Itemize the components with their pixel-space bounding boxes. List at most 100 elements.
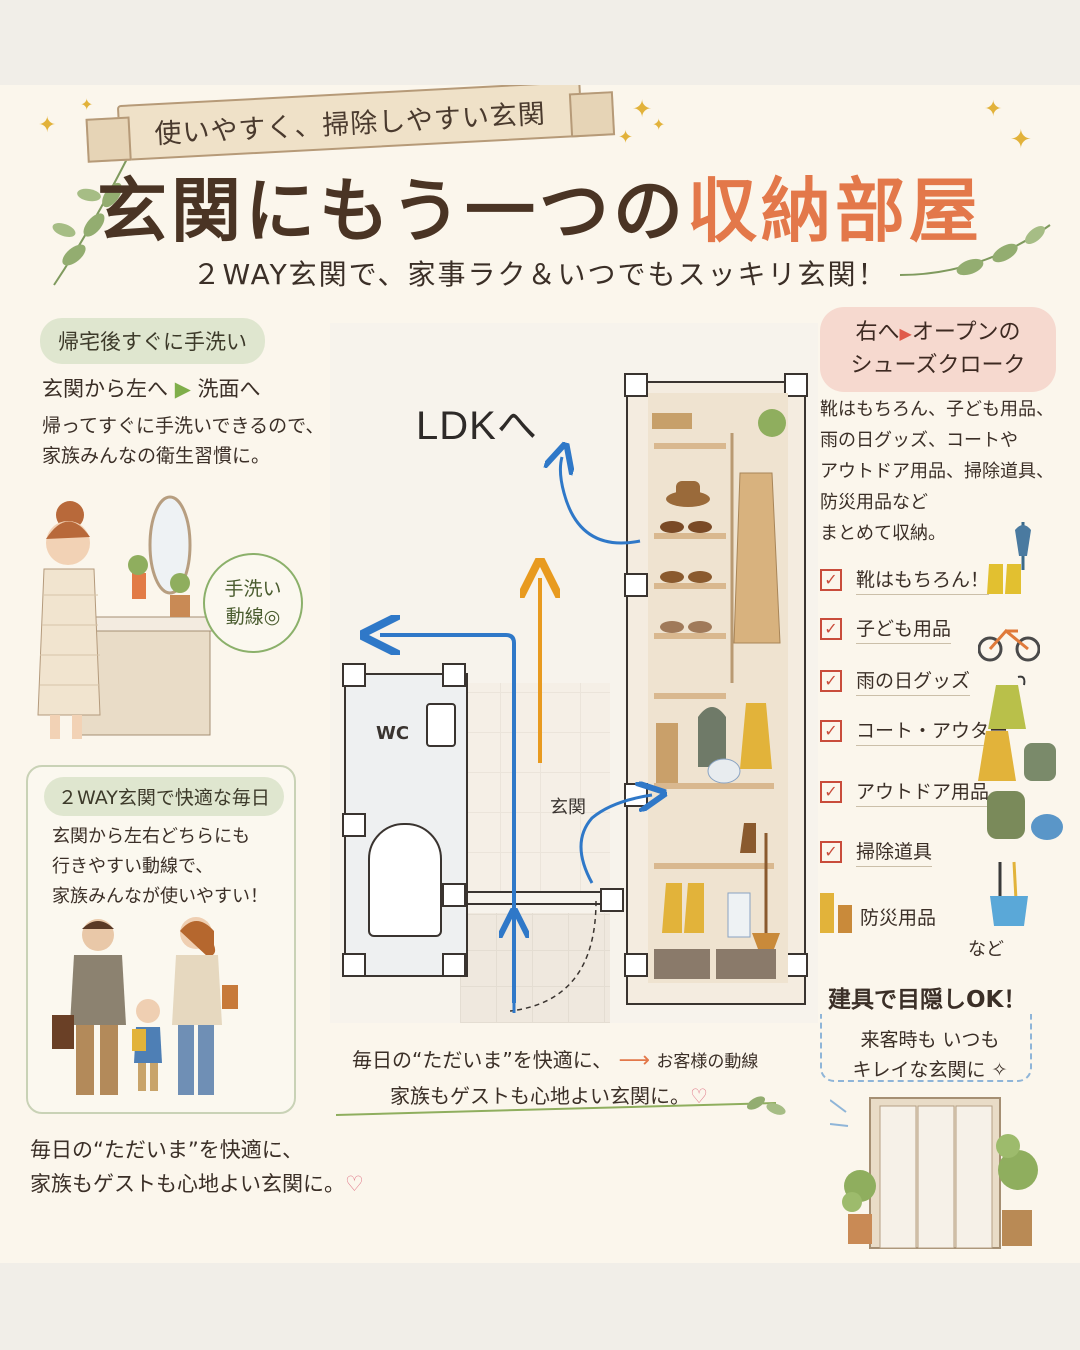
shoe-cloak-shelves	[648, 393, 788, 983]
heart-icon: ♡	[690, 1084, 708, 1108]
handwash-heading-b: 洗面へ	[197, 377, 261, 401]
handwash-heading-a: 玄関から左へ	[42, 377, 168, 401]
wc-label: WC	[376, 723, 410, 744]
door-body-line: キレイな玄関に ✧	[852, 1059, 1008, 1081]
shoe-cloak-pill-a: 右へ	[855, 320, 900, 345]
bottom-left-line: 毎日の“ただいま”を快適に、	[30, 1138, 304, 1162]
checkbox-icon: ✓	[820, 618, 842, 640]
checkbox-icon: ✓	[820, 670, 842, 692]
plan-column	[342, 953, 366, 977]
checkbox-icon: ✓	[820, 841, 842, 863]
sparkle-icon: ✦	[38, 113, 57, 138]
checkbox-icon: ✓	[820, 781, 842, 803]
plan-column	[442, 953, 466, 977]
heart-icon: ♡	[345, 1172, 364, 1196]
page-title-accent: 収納部屋	[686, 170, 983, 252]
play-arrow-icon: ▶	[899, 324, 912, 343]
genkan-floor	[460, 683, 610, 893]
handwash-body: 帰ってすぐに手洗いできるので、 家族みんなの衛生習慣に。	[42, 411, 324, 471]
check-item: ✓ 子ども用品	[820, 612, 952, 646]
plan-column	[624, 573, 648, 597]
handwash-heading: 玄関から左へ ▶ 洗面へ	[42, 373, 261, 406]
shoe-cloak-body-line: 防災用品など	[820, 492, 928, 513]
guest-route-label: お客様の動線	[656, 1052, 759, 1072]
bottom-left-message: 毎日の“ただいま”を快適に、 家族もゲストも心地よい玄関に。♡	[30, 1133, 364, 1201]
plan-column	[784, 953, 808, 977]
handwash-bubble-line: 手洗い	[224, 578, 282, 600]
plan-column	[784, 373, 808, 397]
nado-label: など	[968, 939, 1004, 960]
shoe-cloak-body-line: まとめて収納。	[820, 523, 946, 544]
check-item-label: 子ども用品	[856, 614, 952, 644]
handwash-bubble: 手洗い 動線◎	[203, 553, 303, 653]
plan-column	[600, 888, 624, 912]
leaf-line-icon	[336, 1096, 786, 1116]
page-title: 玄関にもう一つの収納部屋	[0, 155, 1080, 256]
plan-column	[342, 813, 366, 837]
check-item: ✓ アウトドア用品	[820, 775, 990, 809]
closet-door-illustration	[830, 1097, 1038, 1249]
check-item-label: アウトドア用品	[856, 777, 990, 807]
wc-tank	[426, 703, 456, 747]
check-item-label: 掃除道具	[856, 837, 933, 867]
header-ribbon: 使いやすく、掃除しやすい玄関	[116, 85, 584, 162]
handwash-body-line: 帰ってすぐに手洗いできるので、	[42, 415, 325, 437]
two-way-body-line: 玄関から左右どちらにも	[52, 826, 250, 847]
door-body-line: 来客時も いつも	[860, 1029, 1000, 1051]
check-item: ✓ 雨の日グッズ	[820, 664, 971, 698]
two-way-pill: ２WAY玄関で快適な毎日	[44, 777, 284, 816]
bousai-label: 防災用品	[860, 907, 937, 929]
checkbox-icon: ✓	[820, 720, 842, 742]
door-body: 来客時も いつも キレイな玄関に ✧	[835, 1025, 1025, 1085]
shoe-cloak-body: 靴はもちろん、子ども用品、 雨の日グッズ、コートや アウトドア用品、掃除道具、 …	[820, 394, 1054, 549]
door-heading: 建具で目隠しOK！	[820, 980, 1035, 1014]
two-way-body-line: 行きやすい動線で、	[52, 856, 214, 877]
doma-floor	[460, 913, 610, 1023]
disaster-supplies-icon	[820, 893, 852, 933]
ldk-label: LDKへ	[416, 404, 538, 448]
center-caption: 毎日の“ただいま”を快適に、 ⟶ お客様の動線 家族もゲストも心地よい玄関に。♡	[352, 1043, 758, 1113]
plan-column	[624, 953, 648, 977]
plan-column	[442, 883, 466, 907]
shoe-cloak-body-line: 靴はもちろん、子ども用品、	[820, 399, 1054, 420]
shoe-cloak-pill: 右へ▶オープンの シューズクローク	[820, 307, 1056, 392]
sparkle-icon: ✦	[80, 95, 94, 114]
check-item: ✓ コート・アウター	[820, 714, 1009, 748]
sparkle-icon: ✦	[632, 95, 653, 123]
plan-column	[342, 663, 366, 687]
poster: ✦ ✦ ✦ ✦ ✦ ✦ ✦ 使いやすく、掃除しやすい玄関 玄関にもう一つの収納部…	[0, 85, 1080, 1263]
handwash-pill: 帰宅後すぐに手洗い	[40, 318, 265, 364]
route-arrows	[330, 323, 818, 1013]
handwash-illustration	[37, 495, 216, 739]
entrance-threshold	[464, 891, 600, 905]
page-subtitle: ２WAY玄関で、家事ラク＆いつでもスッキリ玄関！	[192, 258, 888, 291]
family-illustration	[52, 917, 238, 1095]
outdoor-icon	[987, 791, 1063, 840]
door-swing	[510, 901, 597, 1012]
two-way-body-line: 家族みんなが使いやすい！	[52, 886, 268, 907]
check-item-label: 靴はもちろん！	[856, 565, 990, 595]
shoe-cloak-body-line: 雨の日グッズ、コートや	[820, 430, 1018, 451]
orange-arrow-icon: ⟶	[618, 1048, 651, 1073]
handwash-bubble-line: 動線◎	[225, 606, 281, 628]
sparkle-icon: ✦	[618, 127, 634, 148]
handwash-body-line: 家族みんなの衛生習慣に。	[42, 445, 271, 467]
sparkle-icon: ✦	[652, 115, 666, 134]
boots-umbrella-icon	[987, 522, 1031, 594]
coat-backpack-icon	[978, 731, 1056, 781]
check-item-label: コート・アウター	[856, 716, 1009, 746]
cleaning-icon	[990, 861, 1028, 926]
play-arrow-icon: ▶	[174, 377, 191, 401]
shoe-cloak-pill-b: オープンの	[911, 320, 1021, 345]
plan-column	[624, 373, 648, 397]
sparkle-icon: ✦	[984, 97, 1003, 122]
check-item-label: 雨の日グッズ	[856, 666, 971, 696]
center-caption-line: 毎日の“ただいま”を快適に、	[352, 1048, 613, 1072]
two-way-body: 玄関から左右どちらにも 行きやすい動線で、 家族みんなが使いやすい！	[52, 822, 268, 912]
check-item: ✓ 掃除道具	[820, 835, 933, 869]
wc-bowl	[368, 823, 442, 937]
checkbox-icon: ✓	[820, 569, 842, 591]
page-title-main: 玄関にもう一つの	[97, 170, 687, 252]
check-item: ✓ 靴はもちろん！	[820, 563, 990, 597]
bottom-left-line: 家族もゲストも心地よい玄関に。	[30, 1172, 345, 1196]
